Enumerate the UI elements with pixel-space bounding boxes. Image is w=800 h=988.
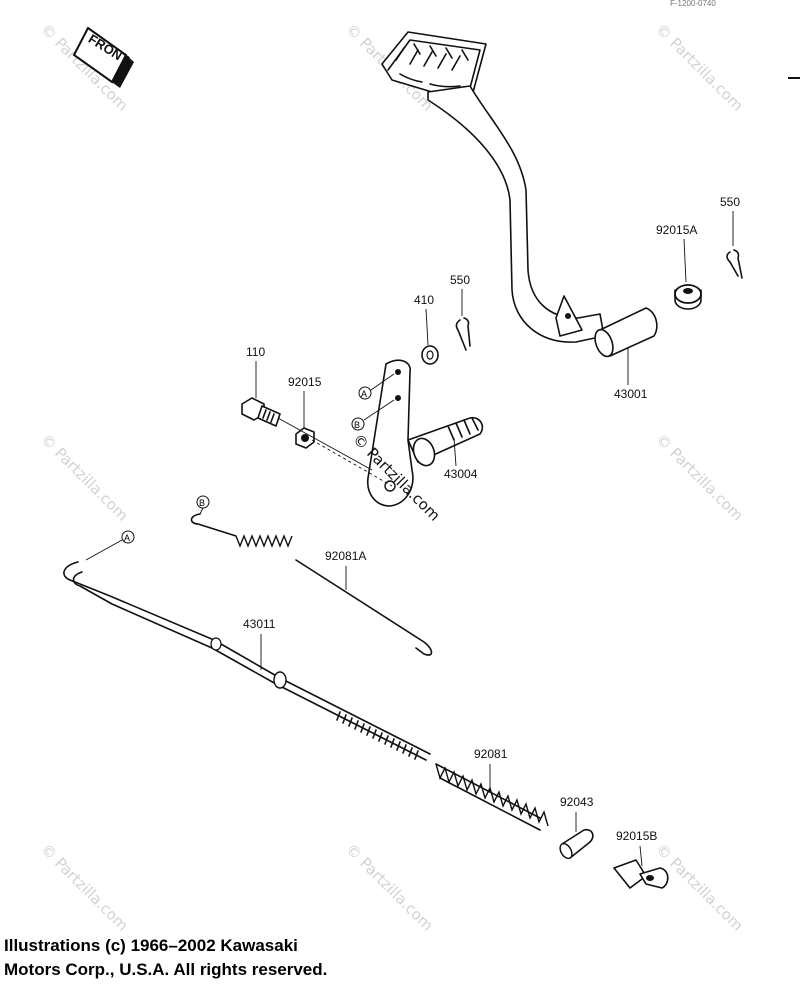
callout-92015B: 92015B <box>616 829 657 843</box>
callout-410: 410 <box>414 293 434 307</box>
callout-43001: 43001 <box>614 387 648 401</box>
brake-rod-43011: A <box>63 530 431 761</box>
watermark: © Partzilla.com <box>342 840 437 935</box>
washer-410 <box>421 345 439 365</box>
callout-43011: 43011 <box>243 617 276 631</box>
marker-a-lever: A <box>358 373 395 400</box>
marker-label: B <box>199 498 205 508</box>
wing-nut-92015B <box>613 859 669 889</box>
callout-110: 110 <box>246 345 265 359</box>
watermark: © Partzilla.com <box>652 20 747 115</box>
callout-550-mid: 550 <box>450 273 470 287</box>
cotter-pin-550-mid <box>455 317 471 351</box>
watermark: © Partzilla.com <box>652 430 747 525</box>
diagram-ref-code: F-1200-0740 <box>670 0 716 8</box>
callout-92015: 92015 <box>288 375 322 389</box>
callout-92081A: 92081A <box>325 549 366 563</box>
watermark: © Partzilla.com <box>652 840 747 935</box>
copyright-line-2: Motors Corp., U.S.A. All rights reserved… <box>4 960 328 979</box>
marker-label: A <box>361 389 367 399</box>
watermark: © Partzilla.com <box>37 840 132 935</box>
pin-92043 <box>559 828 594 860</box>
washer-92015A <box>674 284 702 310</box>
marker-label: B <box>354 420 360 430</box>
callouts: 550 92015A 550 410 110 92015 43001 43004… <box>243 195 740 867</box>
spring-rod-92081A: B <box>190 495 433 656</box>
copyright-footer: Illustrations (c) 1966–2002 Kawasaki Mot… <box>4 934 524 982</box>
cotter-pin-550 <box>726 249 743 279</box>
copyright-line-1: Illustrations (c) 1966–2002 Kawasaki <box>4 936 298 955</box>
callout-92043: 92043 <box>560 795 594 809</box>
bolt-110 <box>241 397 281 427</box>
marker-label: A <box>124 533 130 543</box>
brake-pedal <box>381 31 658 358</box>
marker-b-lever: B <box>351 399 395 431</box>
spring-92081 <box>435 763 549 831</box>
callout-43004: 43004 <box>444 467 478 481</box>
watermark: © Partzilla.com <box>37 430 132 525</box>
brake-shaft-43004 <box>277 359 484 507</box>
callout-92015A: 92015A <box>656 223 697 237</box>
callout-550-top: 550 <box>720 195 740 209</box>
callout-92081: 92081 <box>474 747 508 761</box>
nut-92015 <box>295 427 315 449</box>
